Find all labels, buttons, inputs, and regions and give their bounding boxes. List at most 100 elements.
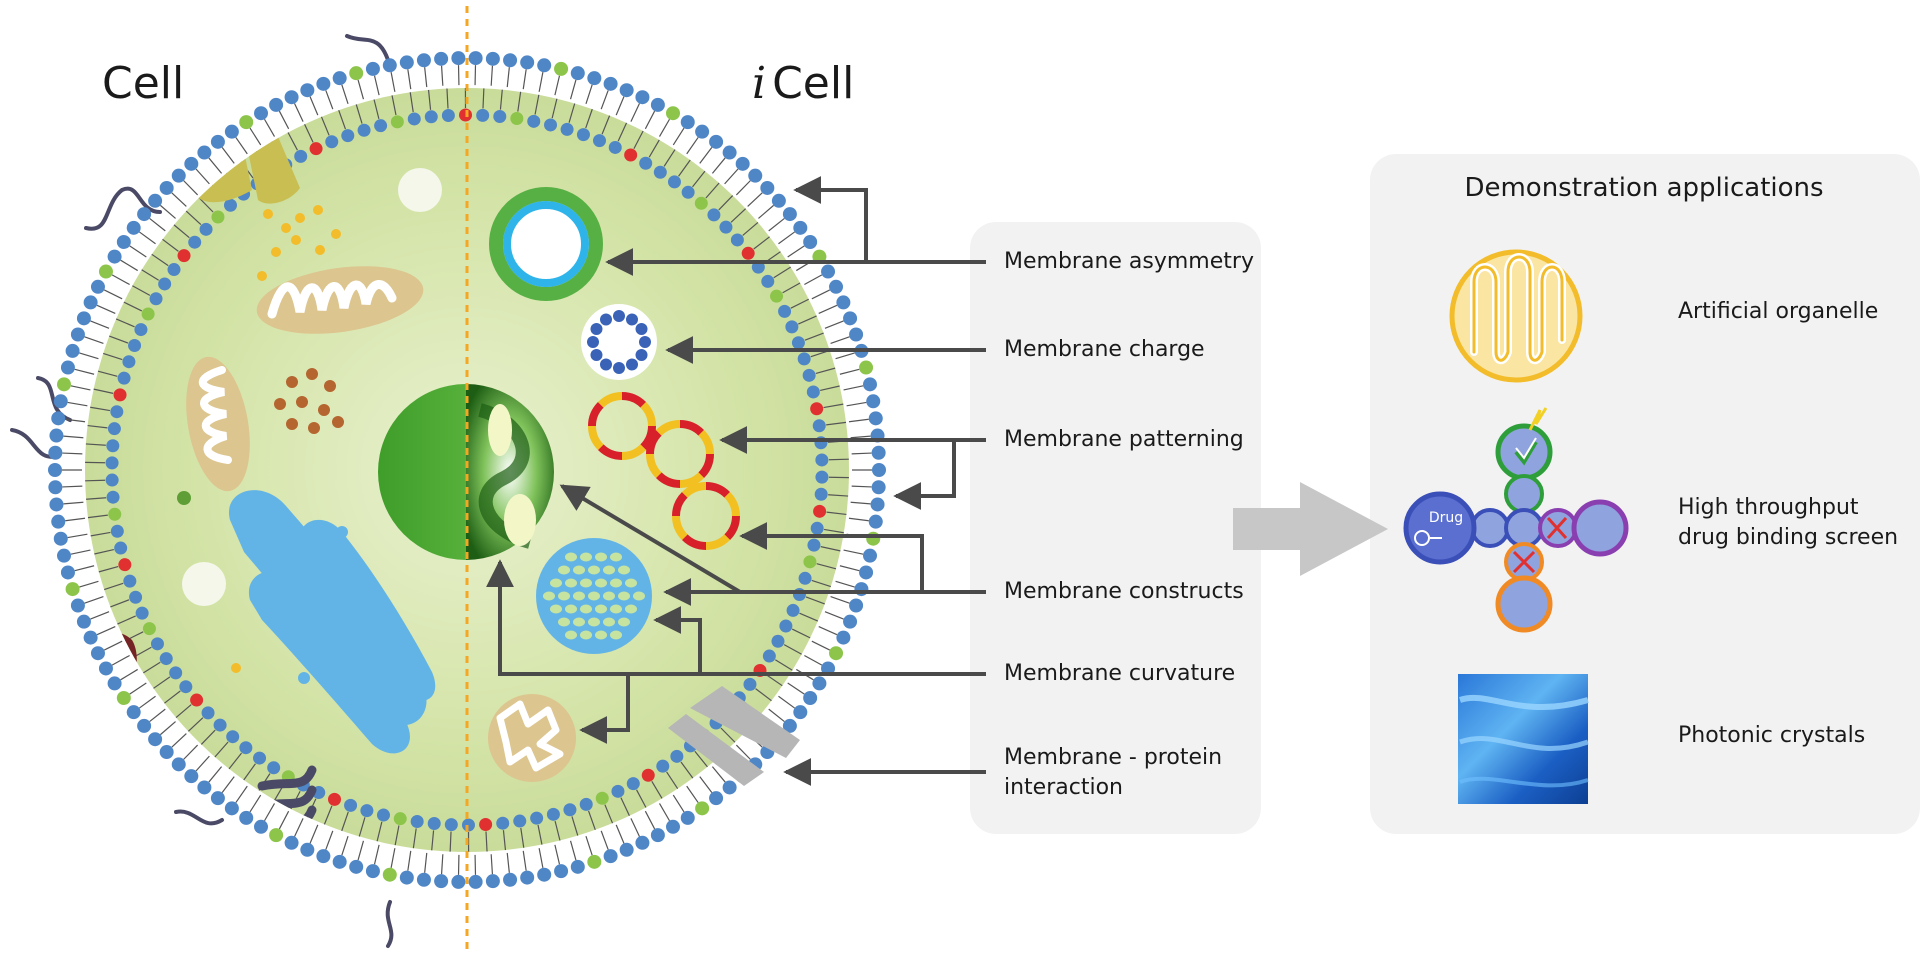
lipid-head xyxy=(771,635,784,648)
lipid-tail xyxy=(375,76,380,95)
lipid-tail xyxy=(788,683,805,694)
lipid-head xyxy=(486,874,500,888)
dome-dot xyxy=(588,618,600,627)
lipid-head xyxy=(871,497,885,511)
lipid-tail xyxy=(555,845,560,864)
lipid-head xyxy=(51,411,65,425)
lipid-head xyxy=(51,515,65,529)
lipid-tail xyxy=(222,777,234,793)
lipid-tail xyxy=(121,260,138,270)
lipid-head xyxy=(160,745,174,759)
lipid-head xyxy=(813,419,826,432)
lipid-head xyxy=(866,394,880,408)
lipid-head xyxy=(377,809,390,822)
lipid-tail xyxy=(700,777,712,793)
lipid-head xyxy=(253,752,266,765)
lipid-head xyxy=(142,307,155,320)
lipid-tail xyxy=(819,627,837,635)
lipid-head xyxy=(635,90,649,104)
lipid-head xyxy=(137,207,151,221)
charge-dot xyxy=(636,349,648,361)
charge-dot xyxy=(626,359,638,371)
lipid-head xyxy=(239,811,253,825)
lipid-head xyxy=(843,311,857,325)
lipid-head xyxy=(111,525,124,538)
lipid-head xyxy=(792,336,805,349)
lipid-head xyxy=(798,352,811,365)
lipid-tail xyxy=(736,181,750,195)
lipid-tail xyxy=(507,853,509,873)
lipid-tail xyxy=(847,402,867,405)
lipid-head xyxy=(779,620,792,633)
lipid-head xyxy=(118,372,131,385)
lipid-tail xyxy=(831,337,850,344)
artificial-organelle-icon xyxy=(1452,252,1580,380)
lipid-head xyxy=(178,249,191,262)
lipid-head xyxy=(803,369,816,382)
lipid-head xyxy=(627,777,640,790)
lipid-tail xyxy=(97,627,115,635)
lipid-tail xyxy=(491,854,492,874)
lipid-head xyxy=(561,123,574,136)
lipid-head xyxy=(807,385,820,398)
lipid-head xyxy=(184,157,198,171)
lipid-tail xyxy=(819,305,837,313)
lipid-head xyxy=(783,207,797,221)
lipid-head xyxy=(211,210,224,223)
lipid-head xyxy=(695,801,709,815)
dome-dot xyxy=(595,605,607,614)
lipid-tail xyxy=(645,111,654,129)
lipid-tail xyxy=(71,386,91,390)
lipid-head xyxy=(821,265,835,279)
lipid-head xyxy=(300,83,314,97)
lipid-tail xyxy=(63,502,83,504)
lipid-head xyxy=(91,646,105,660)
lipid-head xyxy=(723,780,737,794)
lipid-head xyxy=(604,77,618,91)
lipid-tail xyxy=(121,669,138,679)
lipid-tail xyxy=(265,803,275,820)
lipid-tail xyxy=(687,786,698,802)
lipid-head xyxy=(172,757,186,771)
lipid-head xyxy=(57,549,71,563)
lipid-tail xyxy=(442,854,443,874)
lipid-head xyxy=(114,542,127,555)
charge-dot xyxy=(587,336,599,348)
lipid-tail xyxy=(310,97,318,115)
lipid-tail xyxy=(491,66,492,86)
lipid-head xyxy=(254,106,268,120)
dome-dot xyxy=(603,566,615,575)
feature-label-constructs: Membrane constructs xyxy=(1004,579,1244,604)
lipid-head xyxy=(239,741,252,754)
lipid-tail xyxy=(601,831,608,850)
lipid-head xyxy=(77,615,91,629)
lipid-tail xyxy=(279,811,288,829)
lipid-head xyxy=(763,650,776,663)
lipid-tail xyxy=(310,825,318,843)
icell-prefix: i xyxy=(752,58,766,109)
dome-dot xyxy=(610,553,622,562)
feature-label-charge: Membrane charge xyxy=(1004,337,1205,362)
lipid-tail xyxy=(172,193,187,207)
dome-dot xyxy=(618,592,630,601)
lipid-tail xyxy=(829,459,849,460)
charge-dot xyxy=(590,323,602,335)
lipid-head xyxy=(723,146,737,160)
dome-dot xyxy=(550,605,562,614)
lipid-head xyxy=(169,666,182,679)
lipid-head xyxy=(160,181,174,195)
vesicle-icon xyxy=(398,168,442,212)
lipid-tail xyxy=(523,851,526,871)
lipid-head xyxy=(137,719,151,733)
lipid-head xyxy=(254,820,268,834)
lipid-head xyxy=(604,849,618,863)
lipid-head xyxy=(469,875,483,889)
lipid-head xyxy=(108,508,121,521)
lipid-tail xyxy=(748,193,763,207)
lipid-head xyxy=(358,124,371,137)
lipid-head xyxy=(866,532,880,546)
lipid-head xyxy=(118,558,131,571)
lipid-head xyxy=(639,157,652,170)
lipid-tail xyxy=(68,402,88,405)
dome-dot xyxy=(603,592,615,601)
